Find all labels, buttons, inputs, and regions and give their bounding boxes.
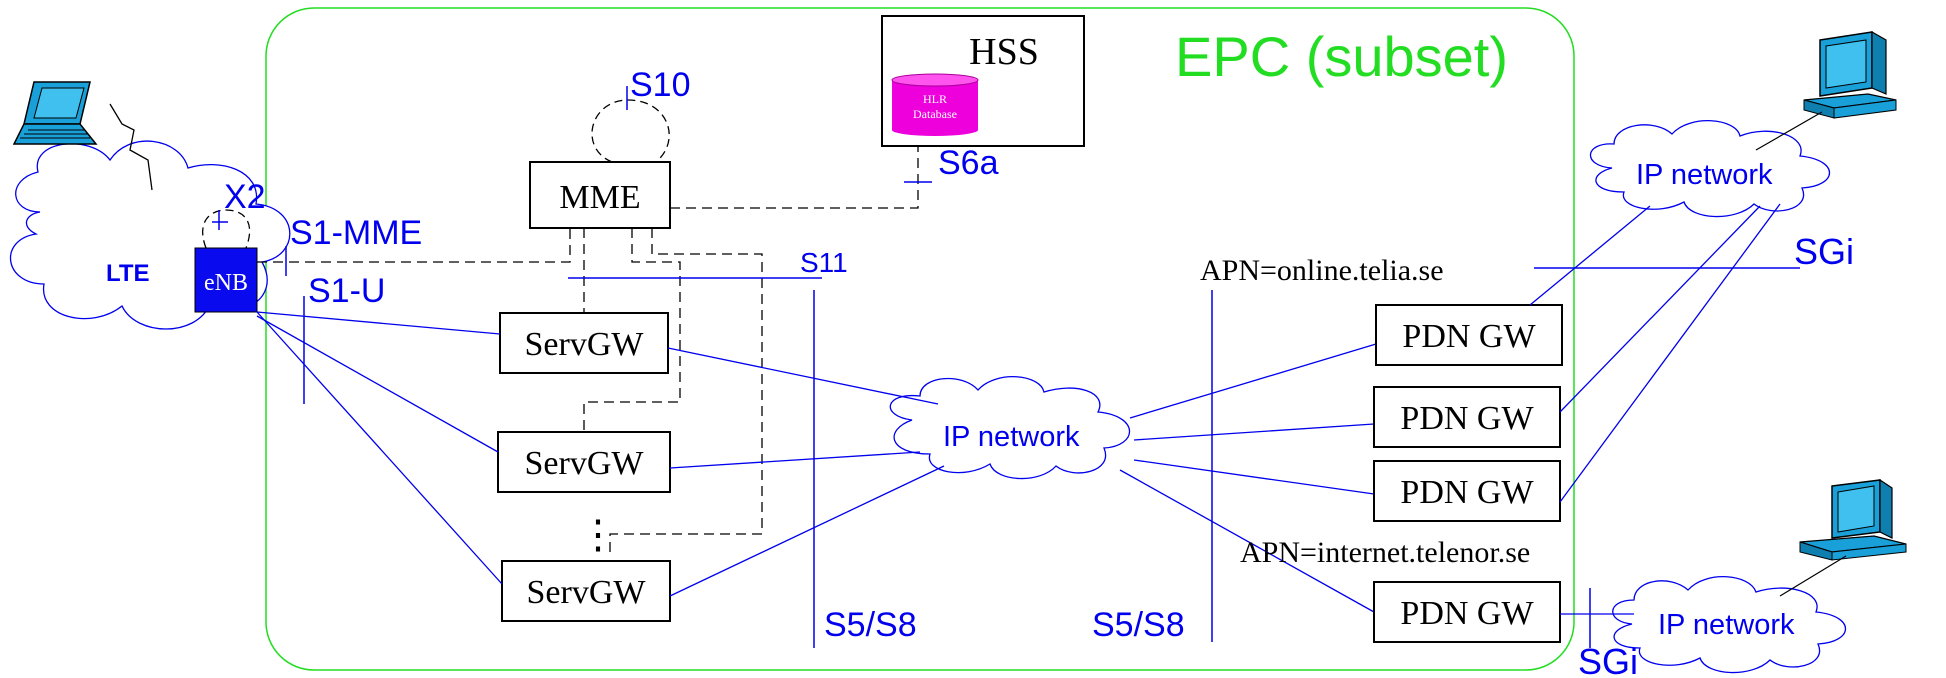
pdngw-4-label: PDN GW [1400,595,1534,632]
s5s8-right-label: S5/S8 [1092,606,1185,644]
center-ip-cloud-label: IP network [943,421,1080,453]
mme-label: MME [559,179,640,216]
servgw-3-label: ServGW [527,574,647,611]
hss-db-line1: HLR [923,92,947,106]
pdngw-1-label: PDN GW [1402,318,1536,355]
enb-label: eNB [204,270,248,296]
bottom-right-ip-cloud [1612,576,1846,674]
servgw-1 [499,312,669,374]
desktop-computer-icon [1799,478,1907,561]
hss-label: HSS [969,31,1039,73]
top-right-ip-cloud [1589,120,1830,218]
epc-boundary [265,7,1575,671]
enb-node [194,247,258,313]
pdngw-1 [1375,304,1563,366]
s6a-link [670,146,919,209]
x2-label: X2 [224,178,266,216]
servgw-2 [497,431,671,493]
pdngw-3-label: PDN GW [1400,474,1534,511]
s5s8-left-label: S5/S8 [824,606,917,644]
center-ip-cloud [889,376,1131,480]
s10-label: S10 [630,66,691,104]
s1-mme-label: S1-MME [290,214,422,252]
desktop-computer-icon [1803,30,1897,119]
s11-link-3 [609,228,763,556]
pdngw-2-label: PDN GW [1400,400,1534,437]
pdngw-4 [1373,581,1561,643]
laptop-icon [12,81,98,145]
s1-mme-link [257,228,571,263]
x2-interface-loop [202,209,251,249]
s1-u-label: S1-U [308,272,385,310]
pdngw-2 [1373,386,1561,448]
top-right-ip-cloud-label: IP network [1636,159,1773,191]
wireless-link [109,103,153,191]
hss-db-line2: Database [913,107,957,121]
s10-interface-loop [591,99,670,163]
database-icon: HLR Database [891,73,979,136]
servgw-ellipsis: ⋮ [578,512,618,557]
s11-link-2 [583,228,681,432]
lte-label: LTE [106,260,150,287]
s6a-label: S6a [938,144,999,182]
apn-telenor-label: APN=internet.telenor.se [1240,536,1530,569]
servgw-2-label: ServGW [525,445,645,482]
epc-title: EPC (subset) [1175,25,1508,88]
servgw-3 [501,560,671,622]
sgi-bottom-label: SGi [1578,641,1638,678]
apn-telia-label: APN=online.telia.se [1200,254,1444,287]
mme-node [529,161,671,229]
sgi-top-label: SGi [1794,231,1854,272]
s11-label: S11 [800,247,848,278]
bottom-right-ip-cloud-label: IP network [1658,609,1795,641]
servgw-1-label: ServGW [525,326,645,363]
pdngw-3 [1373,460,1561,522]
